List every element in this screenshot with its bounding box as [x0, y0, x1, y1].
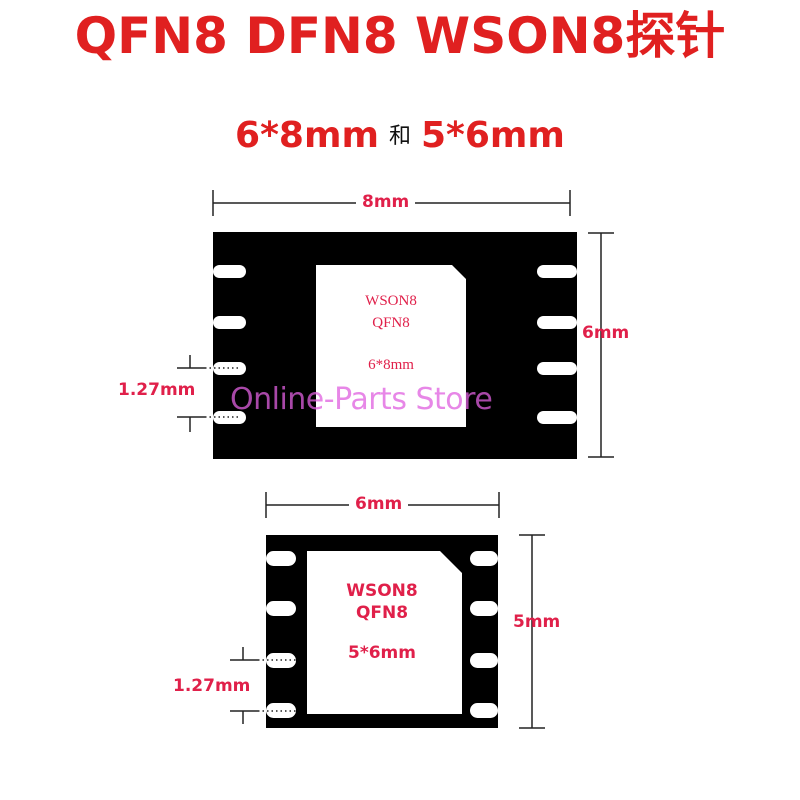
- small-pitch-dimension: [230, 647, 258, 724]
- watermark-text: Online-Parts Store: [230, 382, 493, 417]
- small-chip-right-pins: [470, 551, 498, 718]
- large-pad-line-2: QFN8: [372, 315, 410, 331]
- small-pad-text: WSON8 QFN8 5*6mm: [307, 580, 457, 664]
- large-chip-right-pins: [537, 265, 577, 424]
- size-a-label: 6*8mm: [235, 115, 379, 156]
- large-height-label: 6mm: [582, 323, 630, 343]
- size-b-label: 5*6mm: [421, 115, 565, 156]
- small-pitch-label: 1.27mm: [173, 676, 251, 696]
- large-width-label: 8mm: [356, 192, 416, 212]
- large-pad-line-1: WSON8: [365, 293, 417, 309]
- and-label: 和: [388, 124, 411, 149]
- large-height-dimension: [588, 232, 614, 458]
- subtitle: 6*8mm 和 5*6mm: [0, 112, 800, 161]
- small-pad-line-1: WSON8: [346, 581, 418, 601]
- small-pad-line-2: QFN8: [355, 603, 409, 623]
- small-size-text: 5*6mm: [348, 643, 416, 663]
- title-banner: QFN8 DFN8 WSON8探针: [0, 0, 800, 78]
- large-pitch-label: 1.27mm: [118, 380, 196, 400]
- small-width-label: 6mm: [349, 494, 409, 514]
- large-pad-text: WSON8 QFN8 6*8mm: [316, 290, 466, 376]
- small-height-dimension: [519, 534, 545, 729]
- large-pitch-dimension: [177, 355, 205, 432]
- large-size-text: 6*8mm: [368, 357, 414, 373]
- large-chip-center-pad: [316, 265, 466, 427]
- large-chip-left-pins: [213, 265, 246, 424]
- page-title: QFN8 DFN8 WSON8探针: [74, 7, 726, 65]
- small-height-label: 5mm: [513, 612, 561, 632]
- small-chip-center-pad: [307, 551, 462, 714]
